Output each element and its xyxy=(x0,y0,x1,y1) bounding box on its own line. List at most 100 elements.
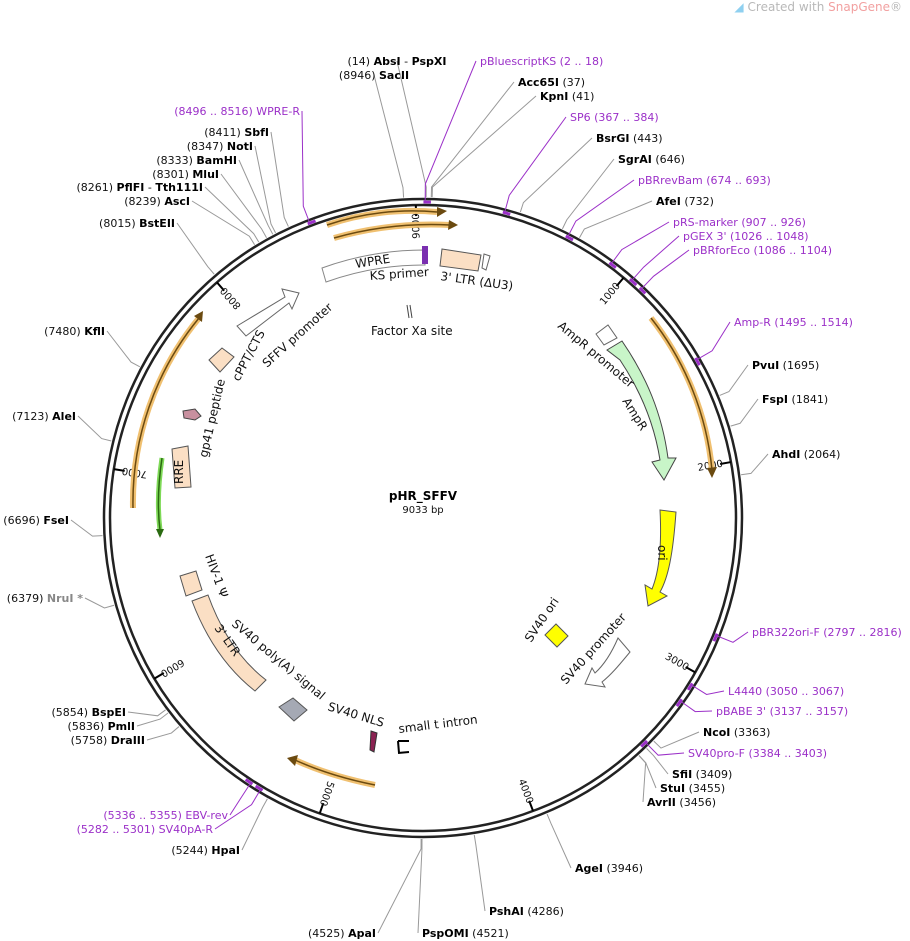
site-leader xyxy=(176,222,215,275)
primer-binding-mark xyxy=(244,778,254,786)
primer-label: (8496 .. 8516) WPRE-R xyxy=(174,105,300,118)
site-label-part: (5244) xyxy=(171,844,211,857)
site-label-part: SbfI xyxy=(244,126,269,139)
site-label-part: (3456) xyxy=(676,796,716,809)
site-label-part: (8239) xyxy=(124,195,164,208)
feature-label-ori: ori xyxy=(655,545,669,561)
site-label-part: KflI xyxy=(84,325,105,338)
orf-arc-4-head xyxy=(287,755,298,766)
feature-label-hiv1-psi: HIV-1 Ψ xyxy=(202,552,231,599)
primer-label: Amp-R (1495 .. 1514) xyxy=(734,316,853,329)
site-label-part: SacII xyxy=(379,69,409,82)
primer-label: pBRforEco (1086 .. 1104) xyxy=(693,244,832,257)
site-label: AgeI (3946) xyxy=(575,862,643,875)
site-label-part: NruI * xyxy=(47,592,83,605)
tick-label: 3000 xyxy=(663,651,691,673)
primer-label: SP6 (367 .. 384) xyxy=(570,111,659,124)
features xyxy=(171,246,677,754)
orf-arc-6-head xyxy=(156,529,164,538)
watermark-prefix: Created with xyxy=(747,0,829,14)
site-label-part: (41) xyxy=(568,90,594,103)
feature-3ltr-du3 xyxy=(439,248,482,272)
site-label-part: SfiI xyxy=(672,768,692,781)
site-label-part: (8333) xyxy=(156,154,196,167)
site-leader xyxy=(473,834,486,912)
feature-hiv1-psi xyxy=(179,570,203,597)
site-label-part: (5854) xyxy=(52,706,92,719)
site-label-part: (37) xyxy=(559,76,585,89)
site-label: (8946) SacII xyxy=(339,69,409,82)
backbone-inner-ring xyxy=(108,203,738,833)
primer-binding-mark xyxy=(686,682,694,691)
feature-label-gp41-peptide: gp41 peptide xyxy=(196,378,228,459)
feature-rre xyxy=(171,445,192,489)
site-leader xyxy=(730,398,759,427)
site-label-part: (5836) xyxy=(68,720,108,733)
site-label-part: (8301) xyxy=(152,168,192,181)
site-label-part: (646) xyxy=(652,153,685,166)
site-label-part: (8347) xyxy=(187,140,227,153)
feature-small-t-intron xyxy=(397,740,410,754)
feature-3ltr xyxy=(191,594,267,692)
site-label-part: (4521) xyxy=(469,927,509,940)
site-label: (6696) FseI xyxy=(3,514,69,527)
site-leader xyxy=(377,838,422,934)
orf-arc-5-head xyxy=(194,311,203,322)
site-label-part: PspOMI xyxy=(422,927,469,940)
primer-leader xyxy=(631,235,680,281)
site-leader xyxy=(396,60,427,198)
site-leader xyxy=(417,838,423,934)
site-label-part: (8946) xyxy=(339,69,379,82)
site-label: StuI (3455) xyxy=(660,782,725,795)
primer-label: (5336 .. 5355) EBV-rev xyxy=(103,809,228,822)
site-leader xyxy=(77,415,112,442)
site-label-part: PshAI xyxy=(489,905,524,918)
site-label: (5854) BspEI xyxy=(52,706,127,719)
site-label-part: DraIII xyxy=(111,734,145,747)
site-label: (7123) AleI xyxy=(12,410,76,423)
primer-label: pGEX 3' (1026 .. 1048) xyxy=(683,230,809,243)
site-label-part: KpnI xyxy=(540,90,568,103)
feature-ampr xyxy=(606,340,677,481)
site-label-part: (14) xyxy=(348,55,374,68)
tick-label: 5000 xyxy=(317,780,336,808)
primer-binding-mark xyxy=(307,219,317,226)
site-label-part: - xyxy=(401,55,412,68)
tick-mark xyxy=(528,800,534,812)
site-label-part: (7123) xyxy=(12,410,52,423)
primer-leader xyxy=(424,60,477,202)
site-label-part: (732) xyxy=(681,195,714,208)
tick-label: 6000 xyxy=(158,656,185,679)
primer-label: pBRrevBam (674 .. 693) xyxy=(638,174,771,187)
primer-leader xyxy=(214,789,261,830)
primer-label: SV40pro-F (3384 .. 3403) xyxy=(688,747,827,760)
feature-label-rre: RRE xyxy=(172,460,186,484)
feature-ampr-promoter xyxy=(595,324,618,346)
tick-label: 1000 xyxy=(598,281,623,308)
site-label-part: BspEI xyxy=(92,706,126,719)
primer-leader xyxy=(697,321,731,360)
site-label-part: PvuI xyxy=(752,359,779,372)
site-label-part: (8261) xyxy=(76,181,116,194)
tick-mark xyxy=(216,281,225,292)
primer-label: pBluescriptKS (2 .. 18) xyxy=(480,55,603,68)
primer-label: pBR322ori-F (2797 .. 2816) xyxy=(752,626,902,639)
feature-ks-primer xyxy=(422,246,428,264)
primer-leader xyxy=(611,221,670,264)
site-leader xyxy=(519,137,593,213)
site-label-part: AleI xyxy=(52,410,76,423)
site-leader xyxy=(127,709,166,717)
site-label-part: ApaI xyxy=(348,927,376,940)
primer-label: pRS-marker (907 .. 926) xyxy=(673,216,806,229)
site-label-part: BsrGI xyxy=(596,132,629,145)
site-label-part: (3455) xyxy=(685,782,725,795)
feature-factor-xa-site xyxy=(406,304,413,319)
site-label-part: (7480) xyxy=(44,325,84,338)
site-label-part: AscI xyxy=(164,195,190,208)
site-label: BsrGI (443) xyxy=(596,132,663,145)
feature-sv40-nls xyxy=(369,730,378,753)
site-label: KpnI (41) xyxy=(540,90,594,103)
site-label: (5836) PmlI xyxy=(68,720,135,733)
site-label: AvrII (3456) xyxy=(647,796,716,809)
site-label-part: (443) xyxy=(629,132,662,145)
